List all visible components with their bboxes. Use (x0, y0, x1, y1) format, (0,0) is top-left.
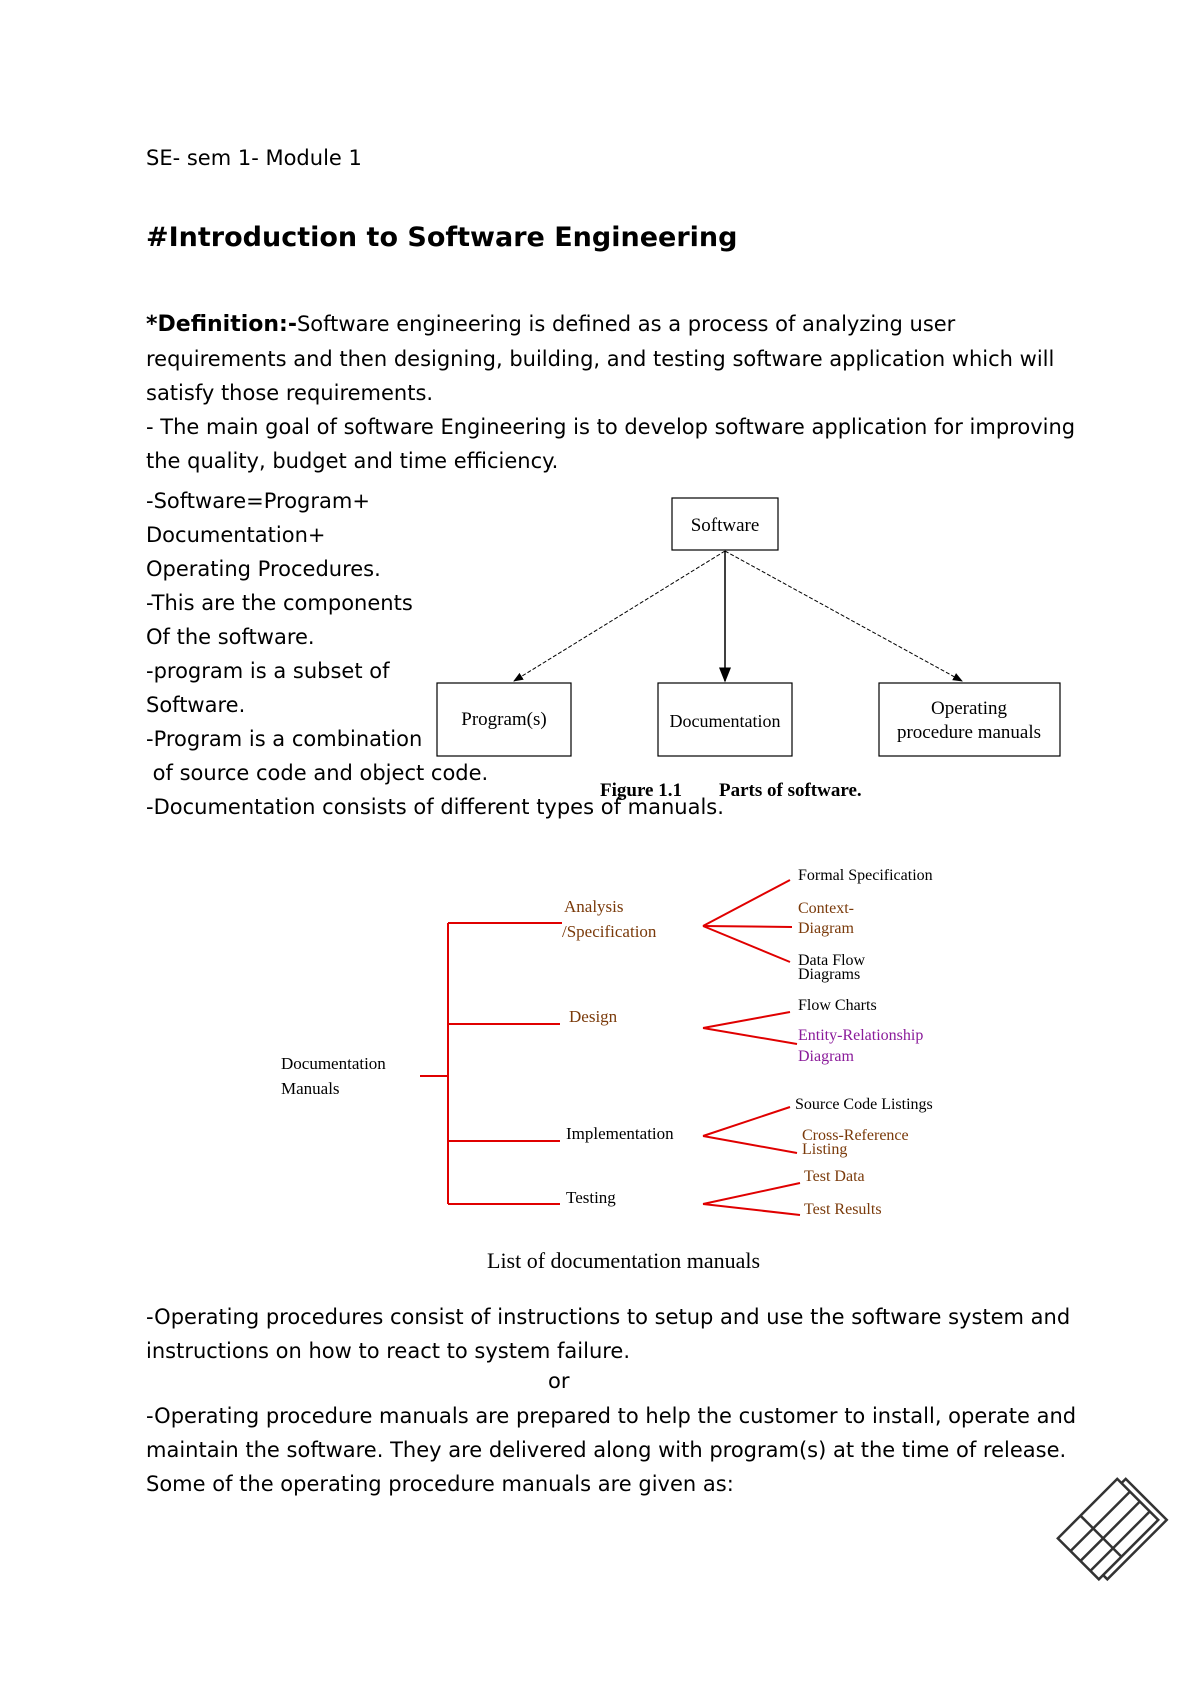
document-stack-icon (1056, 1477, 1169, 1582)
side-line: of source code and object code. (146, 761, 489, 785)
side-line: Operating Procedures. (146, 557, 381, 581)
leaf-source-code-listings: Source Code Listings (795, 1096, 933, 1113)
operating-manuals-label-2: procedure manuals (897, 722, 1041, 743)
programs-box (436, 682, 572, 757)
doc-root-label-1: Documentation (281, 1054, 386, 1073)
figure-number: Figure 1.1 (600, 780, 682, 800)
side-line: -Software=Program+ (146, 489, 370, 513)
branch-design-label: Design (569, 1007, 618, 1026)
leaf-formal-specification: Formal Specification (798, 867, 933, 884)
figure-caption: Parts of software. (719, 780, 862, 800)
parts-of-software-diagram: Software Program(s) Documentation Operat… (436, 497, 1061, 800)
operating-procedures-paragraph: -Operating procedures consist of instruc… (146, 1305, 1071, 1363)
document-header: SE- sem 1- Module 1 (146, 146, 362, 170)
page-title: #Introduction to Software Engineering (146, 222, 738, 253)
goal-text: - The main goal of software Engineering … (146, 415, 1076, 473)
branch-implementation-label: Implementation (566, 1124, 674, 1143)
software-box (671, 497, 779, 551)
leaf-er-diagram-2: Diagram (798, 1048, 855, 1065)
leaf-cross-reference-2: Listing (802, 1141, 847, 1158)
documentation-box (657, 682, 793, 757)
leaf-context-diagram-1: Context- (798, 900, 854, 917)
documentation-manuals-diagram: Documentation Manuals Analysis /Specific… (281, 867, 933, 1273)
programs-box-label: Program(s) (461, 709, 546, 730)
definition-paragraph: *Definition:-Software engineering is def… (146, 307, 1076, 478)
leaf-data-flow-2: Diagrams (798, 966, 860, 983)
definition-text: Software engineering is defined as a pro… (146, 312, 1055, 405)
definition-label: *Definition:- (146, 312, 297, 337)
doc-tree-caption: List of documentation manuals (487, 1248, 760, 1273)
side-line: -program is a subset of (146, 659, 390, 683)
leaf-test-data: Test Data (804, 1168, 865, 1185)
branch-analysis-label-1: Analysis (564, 897, 624, 916)
branch-testing-label: Testing (566, 1188, 616, 1207)
side-line: Software. (146, 693, 246, 717)
side-line: Of the software. (146, 625, 315, 649)
doc-root-label-2: Manuals (281, 1079, 340, 1098)
side-line: Documentation+ (146, 523, 326, 547)
or-separator: or (548, 1369, 570, 1393)
side-line: -This are the components (146, 591, 413, 615)
operating-manuals-box (878, 682, 1061, 757)
arrow-to-programs (513, 550, 726, 682)
leaf-flow-charts: Flow Charts (798, 997, 877, 1014)
operating-manuals-label-1: Operating (931, 698, 1007, 719)
documentation-box-label: Documentation (670, 711, 781, 731)
documentation-types-line: -Documentation consists of different typ… (146, 795, 724, 819)
leaf-data-flow-1: Data Flow (798, 952, 866, 969)
tree-connectors (420, 879, 801, 1216)
leaf-test-results: Test Results (804, 1201, 882, 1218)
software-components-list: -Software=Program+ Documentation+ Operat… (146, 484, 488, 790)
side-line: -Program is a combination (146, 727, 423, 751)
leaf-cross-reference-1: Cross-Reference (802, 1127, 909, 1144)
arrow-to-operating-manuals (724, 550, 963, 682)
branch-analysis-label-2: /Specification (562, 922, 657, 941)
operating-manuals-paragraph: -Operating procedure manuals are prepare… (146, 1404, 1077, 1496)
leaf-er-diagram-1: Entity-Relationship (798, 1027, 923, 1044)
software-box-label: Software (691, 515, 760, 536)
leaf-context-diagram-2: Diagram (798, 920, 855, 937)
